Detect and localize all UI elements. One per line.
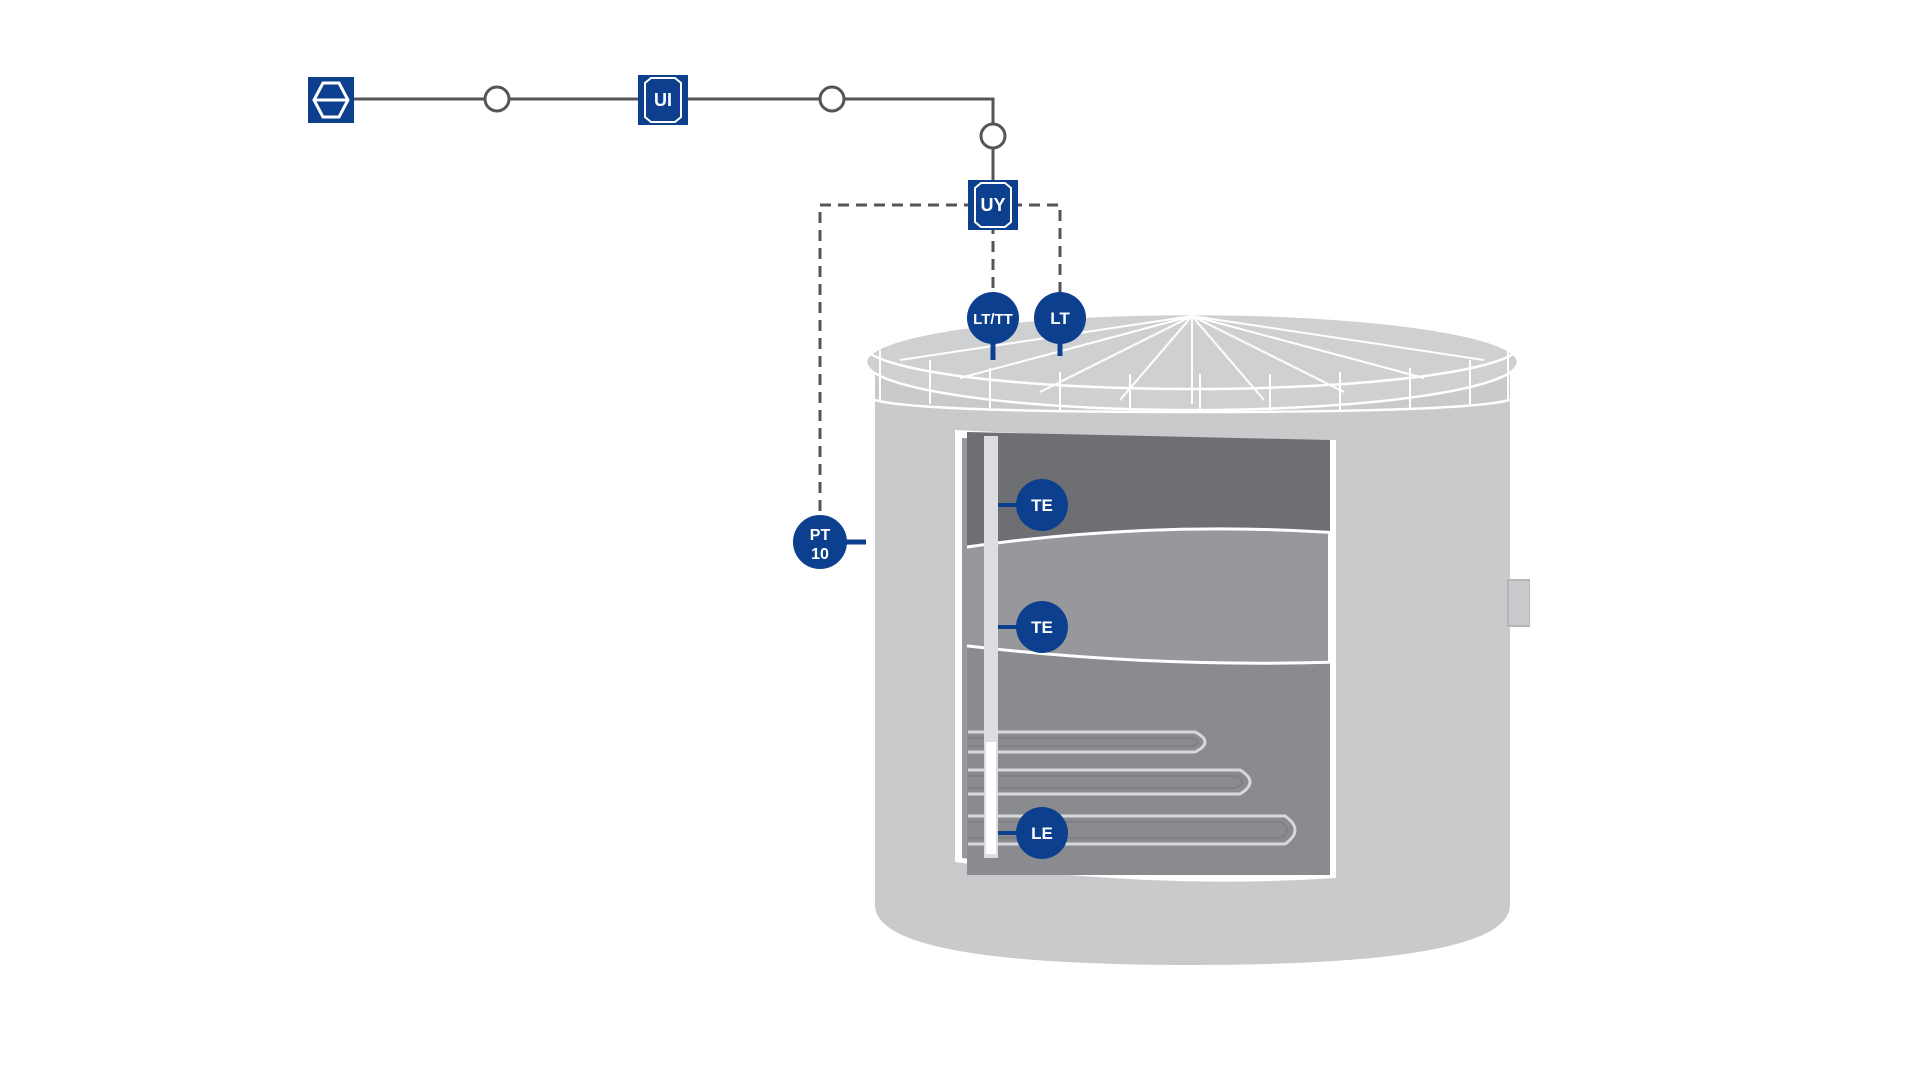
te-upper-label: TE [1031, 496, 1053, 515]
junction-2 [818, 85, 846, 113]
storage-tank [862, 299, 1546, 965]
tank-cutaway [955, 430, 1336, 882]
lt-transmitter[interactable]: LT [1034, 292, 1086, 344]
te-upper-sensor[interactable]: TE [1016, 479, 1068, 531]
lt-label: LT [1050, 309, 1070, 328]
layer-interface-upper [967, 527, 1330, 550]
lt-tt-transmitter[interactable]: LT/TT [967, 292, 1019, 344]
layer-interface-lower [967, 643, 1330, 665]
uy-label: UY [980, 195, 1005, 215]
solid-line-host-to-uy [330, 97, 995, 205]
handrail-posts [879, 350, 1509, 412]
lt-tt-label: LT/TT [973, 311, 1013, 328]
roof-handrail [862, 299, 1522, 414]
roof-ribs [899, 315, 1485, 404]
dashed-line-uy-to-pt [818, 203, 993, 545]
pt-transmitter[interactable]: PT 10 [793, 515, 847, 569]
le-label: LE [1031, 824, 1053, 843]
pt-label-line2: 10 [811, 546, 829, 563]
junction-1 [483, 85, 511, 113]
le-sensor[interactable]: LE [1016, 807, 1068, 859]
side-nozzle [1507, 574, 1546, 632]
probe-lower-sleeve [986, 742, 996, 854]
junctions [483, 85, 1007, 150]
pt-label-line1: PT [810, 527, 831, 544]
te-middle-label: TE [1031, 618, 1053, 637]
te-middle-sensor[interactable]: TE [1016, 601, 1068, 653]
ui-label: UI [654, 90, 672, 110]
host-device[interactable] [308, 77, 354, 123]
junction-3 [979, 122, 1007, 150]
uy-converter[interactable]: UY [968, 180, 1018, 230]
ui-indicator[interactable]: UI [638, 75, 688, 125]
heating-coils [968, 730, 1297, 846]
